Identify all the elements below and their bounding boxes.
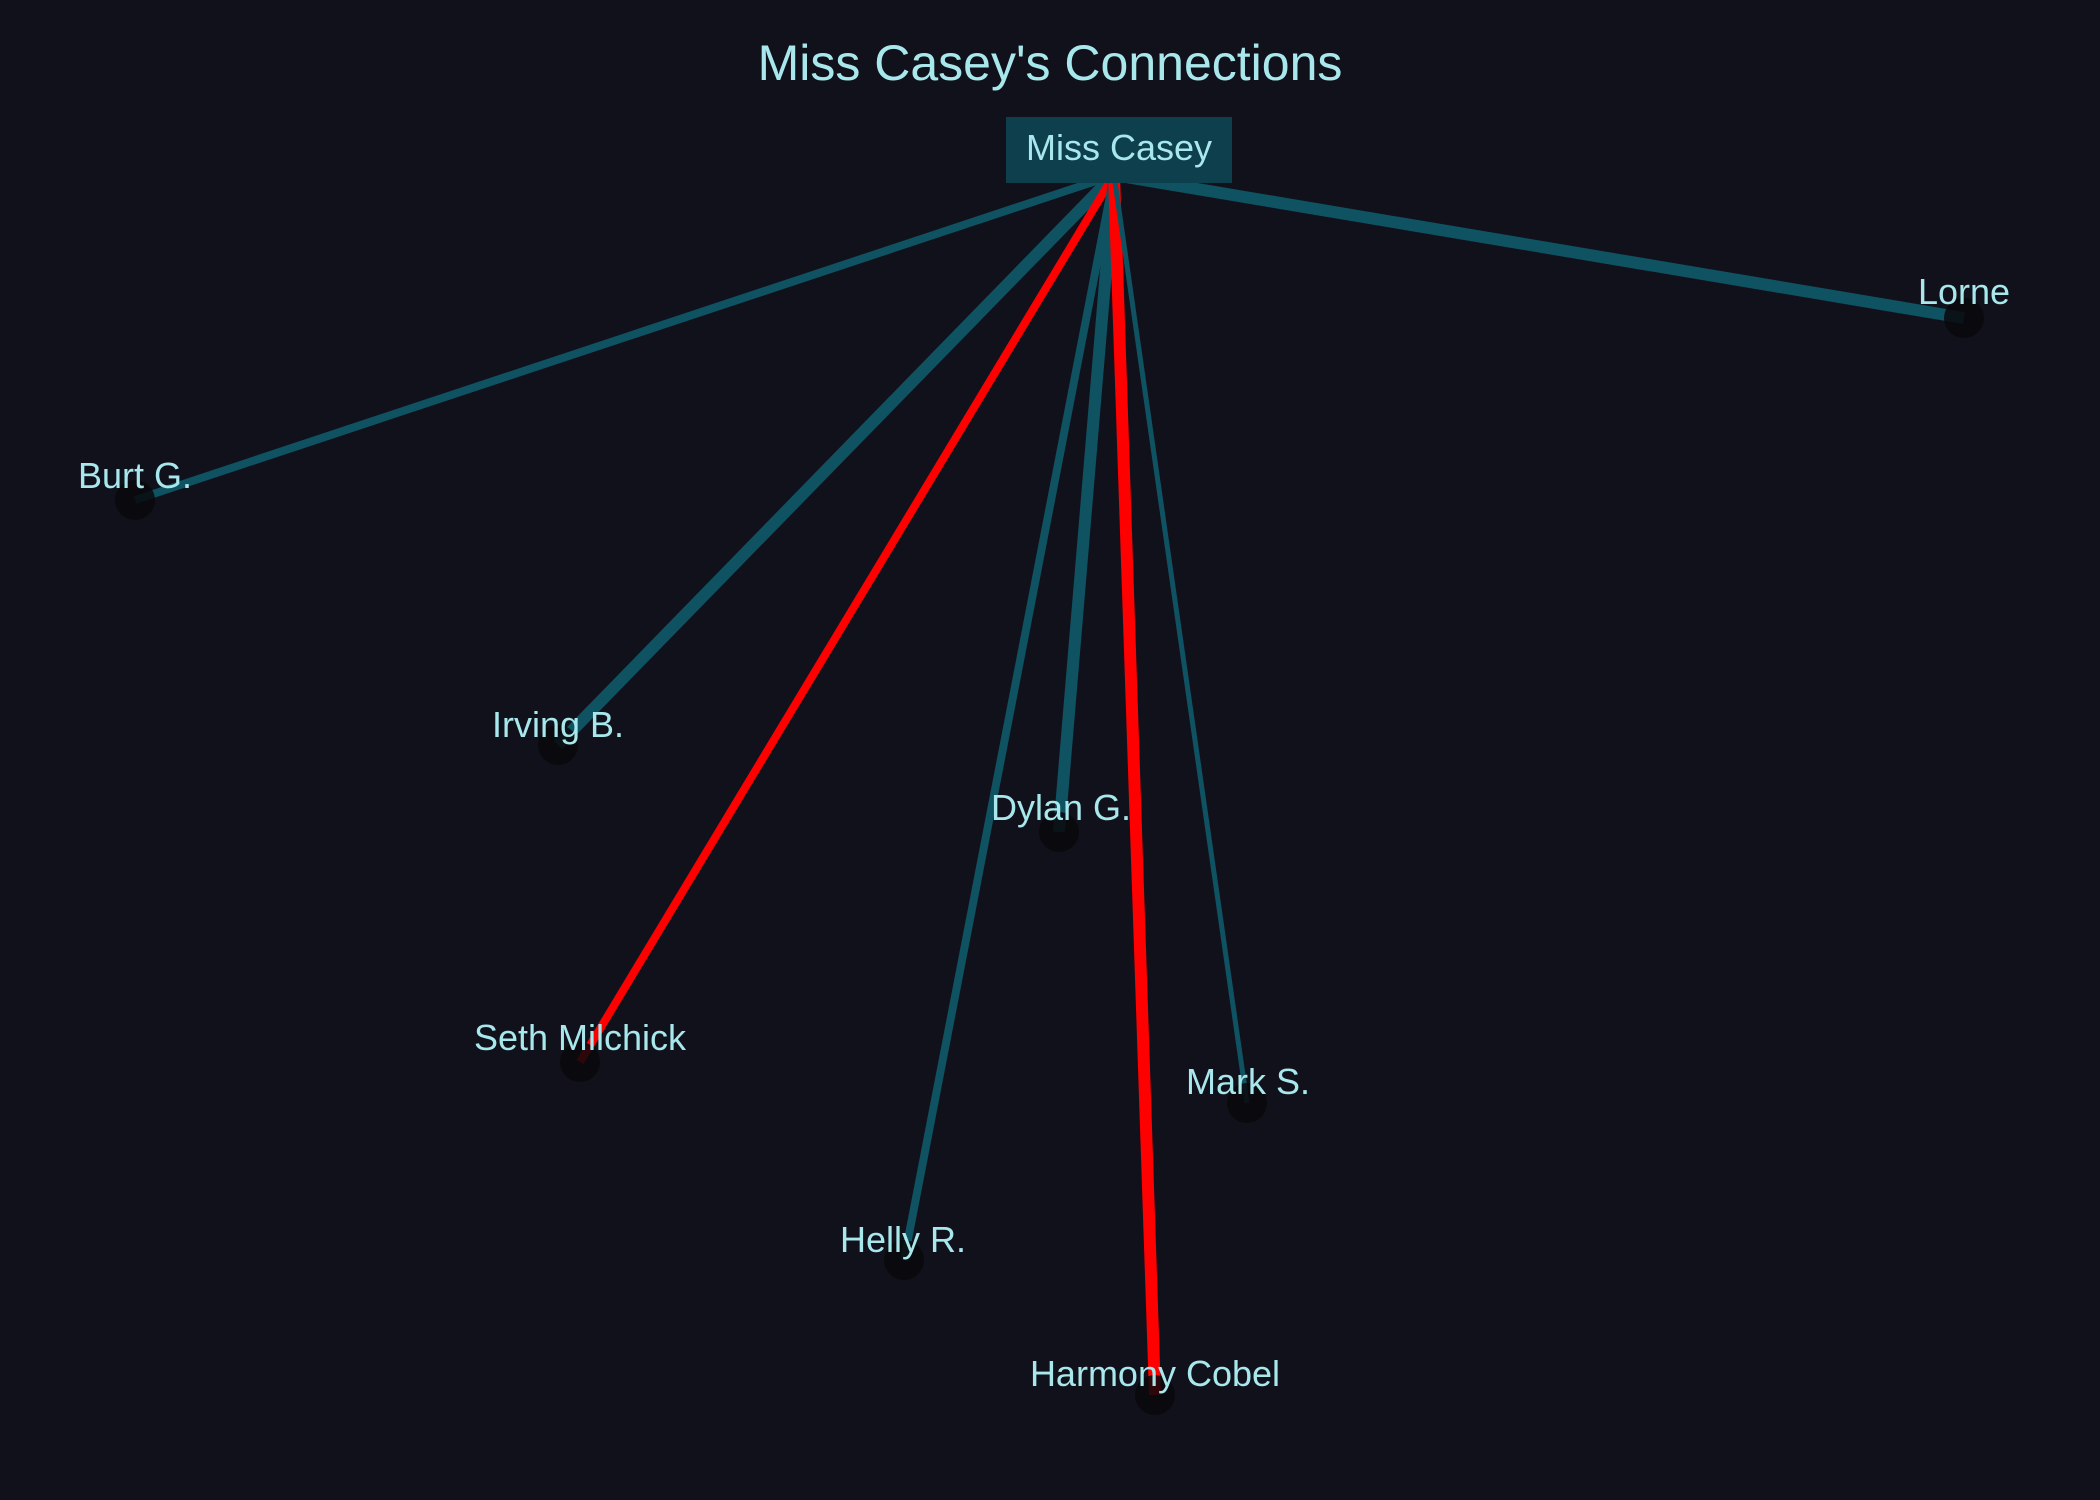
node-dot-dylan xyxy=(1039,812,1079,852)
node-lorne[interactable]: Lorne xyxy=(1918,271,2010,338)
center-node[interactable]: Miss Casey xyxy=(1006,117,1232,183)
connection-line-dylan xyxy=(1053,174,1120,833)
center-node-label: Miss Casey xyxy=(1026,127,1212,168)
connection-line-mark xyxy=(1111,174,1250,1104)
node-dylan[interactable]: Dylan G. xyxy=(991,787,1131,852)
node-harmony[interactable]: Harmony Cobel xyxy=(1030,1353,1280,1415)
node-label-burt: Burt G. xyxy=(78,455,192,496)
node-burt[interactable]: Burt G. xyxy=(78,455,192,520)
node-dot-burt xyxy=(115,480,155,520)
node-dot-seth xyxy=(560,1042,600,1082)
connection-line-lorne xyxy=(1113,169,1965,324)
node-label-dylan: Dylan G. xyxy=(991,787,1131,828)
node-helly[interactable]: Helly R. xyxy=(840,1219,966,1280)
node-dot-helly xyxy=(884,1240,924,1280)
node-label-helly: Helly R. xyxy=(840,1219,966,1260)
connection-line-seth xyxy=(576,172,1118,1065)
node-mark[interactable]: Mark S. xyxy=(1186,1061,1310,1123)
node-label-seth: Seth Milchick xyxy=(474,1017,687,1058)
connection-line-helly xyxy=(900,174,1118,1261)
node-seth[interactable]: Seth Milchick xyxy=(474,1017,687,1082)
connection-line-burt xyxy=(133,171,1116,504)
node-dot-lorne xyxy=(1944,298,1984,338)
center-node-box xyxy=(1006,117,1232,183)
diagram-title: Miss Casey's Connections xyxy=(758,35,1343,91)
connection-line-harmony xyxy=(1108,174,1161,1396)
node-label-lorne: Lorne xyxy=(1918,271,2010,312)
node-label-harmony: Harmony Cobel xyxy=(1030,1353,1280,1394)
node-dot-harmony xyxy=(1135,1375,1175,1415)
node-dot-irving xyxy=(538,725,578,765)
node-label-mark: Mark S. xyxy=(1186,1061,1310,1102)
connection-lines xyxy=(133,169,1965,1396)
node-irving[interactable]: Irving B. xyxy=(492,704,624,765)
node-dot-mark xyxy=(1227,1083,1267,1123)
connection-line-irving xyxy=(553,170,1119,750)
node-label-irving: Irving B. xyxy=(492,704,624,745)
